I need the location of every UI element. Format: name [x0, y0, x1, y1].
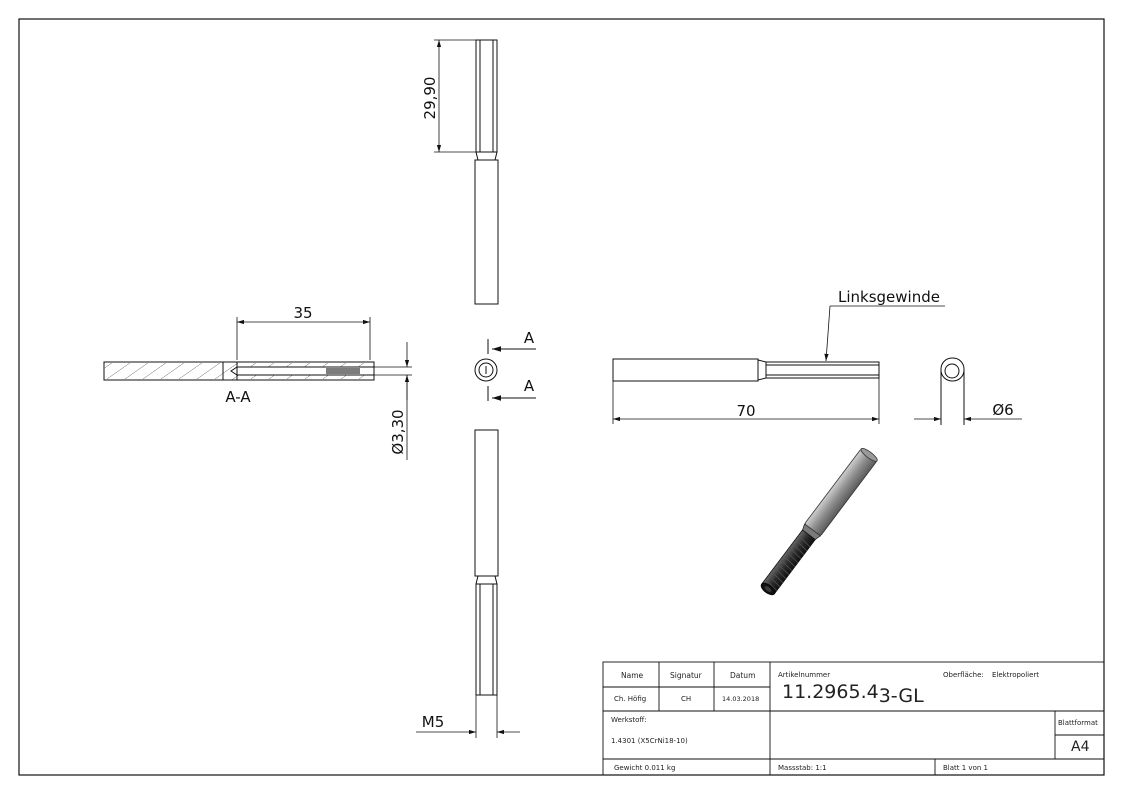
tb-sheet-format-value: A4 [1071, 739, 1090, 755]
dim-overall-length-label: 70 [736, 402, 755, 420]
isometric-view [760, 447, 878, 596]
tb-sheet-number: Blatt 1 von 1 [943, 764, 988, 772]
tb-weight: Gewicht 0.011 kg [614, 764, 676, 772]
tb-article-number-suffix: 3-GL [878, 685, 924, 707]
tb-article-header: Artikelnummer [778, 671, 831, 679]
tb-article-number-main: 11.2965.4 [782, 681, 879, 703]
tb-surface-label: Oberfläche: [943, 671, 984, 679]
dim-overall-length [612, 378, 880, 424]
tb-date-header: Datum [730, 671, 756, 680]
sheet-border [18, 18, 1105, 776]
dim-thread-length [434, 39, 476, 153]
tb-date-value: 14.03.2018 [722, 695, 760, 703]
bottom-view-rod [474, 429, 499, 696]
tb-sheet-format-label: Blattformat [1058, 719, 1098, 727]
section-view-aa [103, 361, 375, 381]
title-block-grid [602, 661, 1105, 776]
callout-leader [824, 305, 945, 362]
tb-signature-header: Signatur [670, 671, 702, 680]
top-view-rod [474, 39, 499, 305]
right-end-view [940, 357, 965, 425]
dim-bore-diameter-label: Ø3,30 [389, 409, 407, 454]
section-markers [487, 339, 536, 401]
dim-outer-diameter-label: Ø6 [992, 401, 1013, 419]
section-marker-bottom: A [524, 377, 535, 395]
callout-label: Linksgewinde [838, 288, 940, 306]
dim-thread-size [416, 695, 520, 738]
center-end-view [474, 358, 498, 382]
dim-thread-length-label: 29,90 [421, 77, 439, 120]
tb-scale: Massstab: 1:1 [778, 764, 827, 772]
dim-bore-diameter [374, 342, 412, 460]
dim-section-length-label: 35 [293, 304, 312, 322]
tb-name-header: Name [621, 671, 644, 680]
dim-section-length [236, 317, 371, 360]
section-marker-top: A [524, 329, 535, 347]
tb-surface-value: Elektropoliert [992, 671, 1040, 679]
tb-material-label: Werkstoff: [611, 716, 647, 724]
section-view-label: A-A [225, 388, 251, 406]
tb-material-value: 1.4301 (X5CrNi18-10) [611, 737, 688, 745]
dim-thread-size-label: M5 [422, 713, 445, 731]
side-view-rod [612, 358, 880, 382]
tb-article-number: 11.2965.43-GL [782, 681, 924, 707]
tb-name-value: Ch. Höfig [614, 695, 647, 703]
tb-signature-value: CH [681, 695, 692, 703]
